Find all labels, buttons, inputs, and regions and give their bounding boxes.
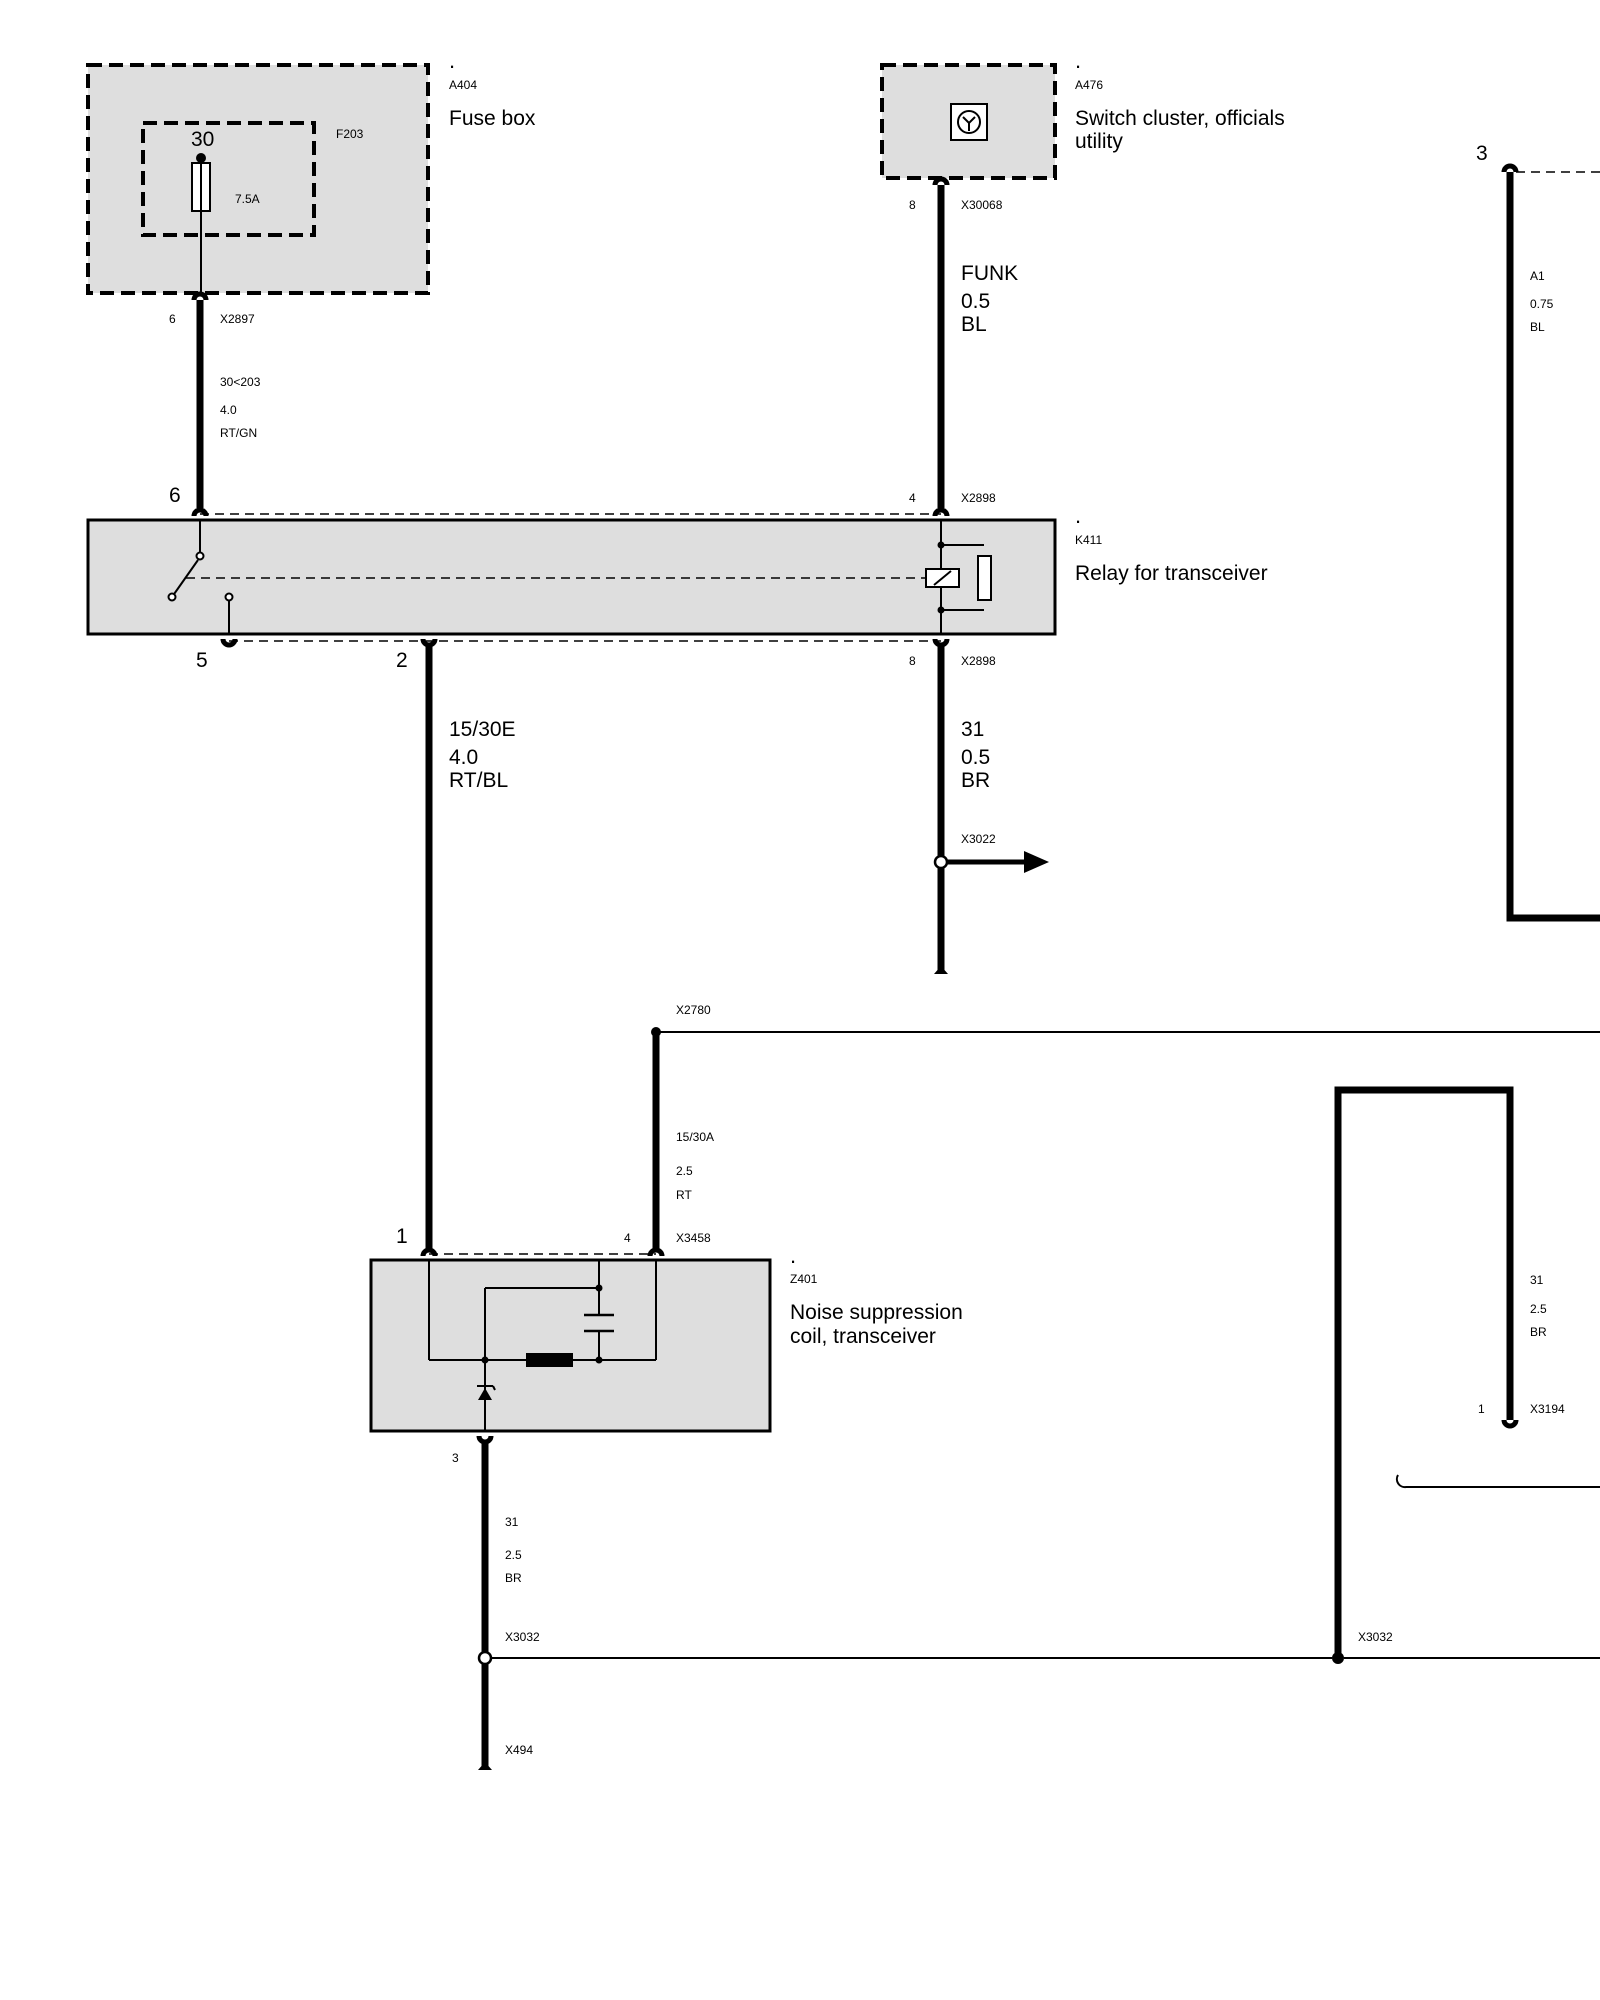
ground-x494-icon [478,1762,492,1770]
z401-filter-circuit-icon [428,1260,657,1431]
z401-dot: . [790,1243,796,1268]
z401-pin1-mark [420,1247,438,1257]
pin-a404-out: 6 [169,312,176,326]
relay-dot: . [1075,503,1081,528]
fuse-box-dot: . [449,48,455,73]
wire-31-z401-color: BR [505,1571,522,1585]
connector-x2898-bottom: X2898 [961,654,996,668]
relay-pin2: 2 [396,649,408,672]
connector-x30068-mark [932,176,950,186]
wire-a1 [1506,172,1600,922]
fuse-pin-30: 30 [191,128,214,151]
wire-funk-gauge: 0.5 [961,290,990,313]
connector-x3032-left: X3032 [505,1630,540,1644]
relay-pin6-mark [191,507,209,517]
connector-x30068: X30068 [961,198,1003,212]
z401-pin3-mark [476,1435,494,1445]
wire-funk-signal: FUNK [961,262,1018,285]
relay-pin8-mark [932,638,950,648]
fuse-f203-outline [141,121,316,237]
wire-31-k411-gauge: 0.5 [961,746,990,769]
connector-x2897: X2897 [220,312,255,326]
switch-cluster-dot: . [1075,48,1081,73]
wire-15-30a-gauge: 2.5 [676,1164,693,1178]
z401-pin4-mark [647,1247,665,1257]
wire-31-k411-color: BR [961,769,990,792]
switch-cluster-name-line1: Switch cluster, officials [1075,107,1285,130]
wire-15-30a-signal: 15/30A [676,1130,714,1144]
right-pin3: 3 [1476,142,1488,165]
wire-15-30e-signal: 15/30E [449,718,516,741]
splice-x3032-left [477,1650,493,1666]
wire-15-30e-gauge: 4.0 [449,746,478,769]
fuse-box-id: A404 [449,78,477,92]
relay-name: Relay for transceiver [1075,562,1268,585]
right-pin3-mark [1501,163,1519,173]
z401-pin1: 1 [396,1225,408,1248]
pin-x3194: 1 [1478,1402,1485,1416]
connector-x3194-mark [1501,1419,1519,1429]
switch-cluster-name-line2: utility [1075,130,1123,153]
z401-name-line1: Noise suppression [790,1301,963,1324]
relay-pin8: 8 [909,654,916,668]
wire-30-203-color: RT/GN [220,426,257,440]
relay-switch-contact-icon [167,520,926,634]
connector-x2898-top: X2898 [961,491,996,505]
z401-pin4: 4 [624,1231,631,1245]
fuse-box-name: Fuse box [449,107,536,130]
splice-x3022 [933,854,949,870]
wire-15-30a-color: RT [676,1188,692,1202]
relay-k411-box [86,518,1057,636]
wire-a1-signal: A1 [1530,269,1545,283]
wire-a1-gauge: 0.75 [1530,297,1554,311]
fuse-id: F203 [336,127,364,141]
pin-a476-out: 8 [909,198,916,212]
fuse-rating: 7.5A [235,192,260,206]
wire-31-k411-signal: 31 [961,718,984,741]
fuse-box-outline [86,63,430,295]
connector-x3032-right: X3032 [1358,1630,1393,1644]
z401-box [369,1258,772,1433]
connector-x3194: X3194 [1530,1402,1565,1416]
wire-31-right [1334,1086,1514,1658]
arrow-right-icon [1024,851,1049,873]
ground-icon [934,966,948,974]
wire-15-30e-color: RT/BL [449,769,508,792]
wire-30-203-signal: 30<203 [220,375,261,389]
switch-cluster-id: A476 [1075,78,1103,92]
wire-funk-color: BL [961,313,987,336]
fuse-box-a404 [86,63,430,295]
relay-pin5-mark [220,638,238,648]
connector-x3022: X3022 [961,832,996,846]
z401-name-line2: coil, transceiver [790,1325,936,1348]
right-bracket-line [1395,1474,1600,1489]
wire-31-z401-gauge: 2.5 [505,1548,522,1562]
switch-cluster-a476 [880,63,1057,180]
relay-id: K411 [1075,533,1102,547]
relay-pin6: 6 [169,484,181,507]
z401-id: Z401 [790,1272,818,1286]
wire-31-right-gauge: 2.5 [1530,1302,1547,1316]
z401-pin3: 3 [452,1451,459,1465]
connector-x2897-mark [191,291,209,301]
relay-pin4: 4 [909,491,916,505]
wire-31-right-color: BR [1530,1325,1547,1339]
relay-pin4-mark [932,507,950,517]
connector-x3458: X3458 [676,1231,711,1245]
connector-x2780: X2780 [676,1003,711,1017]
wire-a1-color: BL [1530,320,1545,334]
wire-31-z401-signal: 31 [505,1515,519,1529]
relay-pin5: 5 [196,649,208,672]
relay-pin2-mark [420,638,438,648]
wire-30-203-gauge: 4.0 [220,403,237,417]
connector-x494: X494 [505,1743,533,1757]
relay-coil-icon [925,520,992,634]
wire-31-right-signal: 31 [1530,1273,1544,1287]
